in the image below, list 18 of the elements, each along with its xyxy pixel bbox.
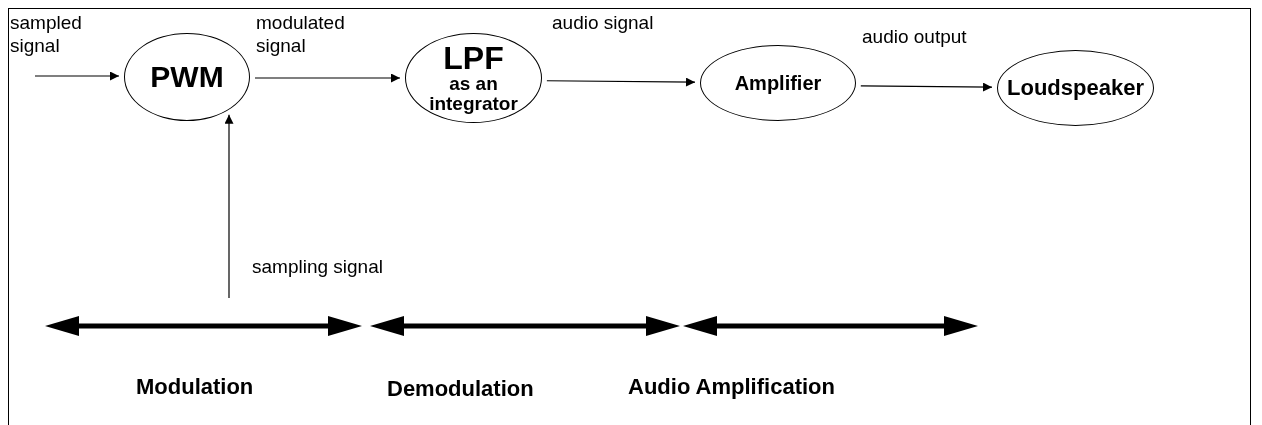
edge-label: sampling signal	[252, 256, 384, 279]
arrow	[546, 77, 696, 87]
node-label: Amplifier	[734, 70, 822, 96]
arrow	[254, 73, 401, 83]
node-label: as an integrator	[428, 74, 519, 114]
arrow	[34, 71, 120, 81]
edge-label: audio signal	[552, 12, 655, 35]
node-label: LPF	[443, 42, 504, 75]
edge-label: modulated signal	[256, 12, 346, 58]
stage-label: Audio Amplification	[628, 373, 835, 401]
stage-label: Demodulation	[387, 375, 534, 403]
node-label: Loudspeaker	[1007, 74, 1144, 102]
edge-label: sampled signal	[10, 12, 83, 58]
arrow	[860, 82, 993, 92]
edge-label: audio output	[862, 26, 968, 49]
node-label: PWM	[150, 62, 224, 92]
stage-label: Modulation	[136, 373, 254, 401]
arrow	[224, 114, 234, 299]
